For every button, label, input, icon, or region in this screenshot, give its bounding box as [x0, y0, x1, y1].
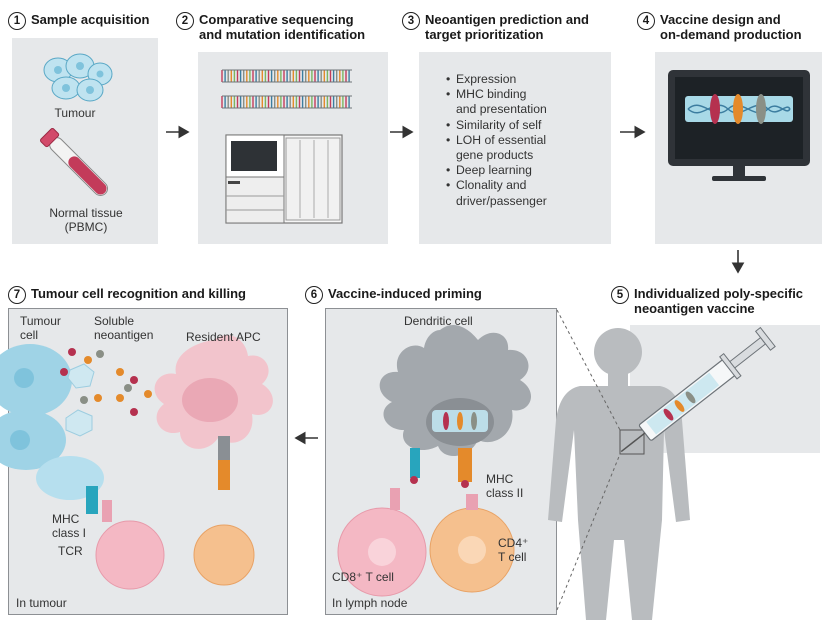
monitor-icon	[668, 70, 810, 181]
blood-tube-icon	[40, 128, 109, 197]
step-7-heading: 7 Tumour cell recognition and killing	[8, 286, 246, 304]
soluble-neoantigen-label: Soluble neoantigen	[94, 314, 154, 342]
neoantigen-dots-icon	[60, 348, 152, 416]
zoom-line-bottom	[556, 453, 621, 611]
tumour-label: Tumour	[54, 106, 96, 120]
dna-strands-icon	[221, 69, 352, 109]
resident-apc-label: Resident APC	[186, 330, 261, 344]
step-7-title: Tumour cell recognition and killing	[31, 286, 246, 301]
dying-tumour-cells-icon	[65, 363, 95, 437]
dendritic-cell-icon	[379, 324, 532, 488]
tcr-cd8-icon	[390, 488, 400, 510]
step-number-3: 3	[402, 12, 420, 30]
human-silhouette-icon	[548, 328, 690, 620]
step-number-4: 4	[637, 12, 655, 30]
cd8-t-cell-tumour-icon	[95, 520, 165, 590]
step-number-1: 1	[8, 12, 26, 30]
tcr-icon	[102, 500, 112, 522]
mhc-class-i-icon	[86, 486, 98, 514]
criterion-item: Similarity of self	[446, 118, 547, 133]
sequencer-machine-icon	[225, 134, 343, 224]
resident-apc-icon	[154, 335, 273, 490]
criterion-item: Deep learning	[446, 163, 547, 178]
step-6-title: Vaccine-induced priming	[328, 286, 482, 301]
step-number-6: 6	[305, 286, 323, 304]
zoom-line-top	[556, 309, 621, 431]
tumour-cell-label: Tumour cell	[20, 314, 61, 342]
tumour-location-label: In tumour	[16, 596, 67, 610]
tumour-cells-icon	[43, 53, 113, 102]
step-1-heading: 1 Sample acquisition	[8, 12, 149, 30]
syringe-icon	[620, 326, 776, 453]
step-number-2: 2	[176, 12, 194, 30]
cd4-t-cell-label: CD4⁺ T cell	[498, 536, 529, 564]
step-6-heading: 6 Vaccine-induced priming	[305, 286, 482, 304]
tcr-label: TCR	[58, 544, 83, 558]
step-number-7: 7	[8, 286, 26, 304]
mhc-class-ii-label: MHC class II	[486, 472, 524, 500]
lymph-node-location-label: In lymph node	[332, 596, 408, 610]
cd8-t-cell-label: CD8⁺ T cell	[332, 570, 394, 584]
step-1-title: Sample acquisition	[31, 12, 150, 27]
injection-site-box	[619, 429, 645, 455]
dendritic-cell-label: Dendritic cell	[404, 314, 473, 328]
mhc-class-i-label: MHC class I	[52, 512, 87, 540]
cd4-t-cell-tumour-icon	[193, 524, 255, 586]
step-number-5: 5	[611, 286, 629, 304]
tumour-cell-cluster-icon	[0, 344, 104, 500]
normal-tissue-label: Normal tissue (PBMC)	[49, 206, 123, 234]
criterion-item: Expression	[446, 72, 547, 87]
